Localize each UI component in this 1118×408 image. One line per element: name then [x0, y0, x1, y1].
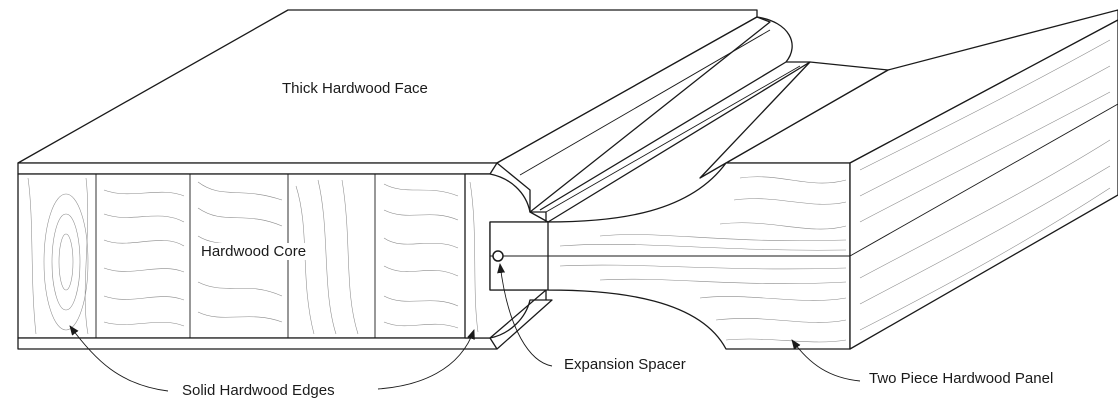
- stile-face-veneer-bottom: [17, 337, 498, 350]
- stile-molding-ridge: [496, 16, 771, 213]
- leader-lines: [69, 263, 861, 392]
- label-thick-hardwood-face: Thick Hardwood Face: [282, 80, 428, 97]
- label-two-piece-hardwood-panel: Two Piece Hardwood Panel: [868, 370, 1055, 387]
- expansion-spacer-ball: [492, 250, 504, 262]
- stile-face-veneer-top: [17, 162, 498, 175]
- label-hardwood-core: Hardwood Core: [200, 243, 308, 260]
- panel-side-face: [849, 19, 1118, 350]
- two-piece-panel-block: [489, 9, 1118, 350]
- panel-wood-grain: [559, 39, 1111, 343]
- label-solid-hardwood-edges: Solid Hardwood Edges: [181, 382, 336, 399]
- label-expansion-spacer: Expansion Spacer: [563, 356, 687, 373]
- core-wood-grain: [27, 177, 459, 335]
